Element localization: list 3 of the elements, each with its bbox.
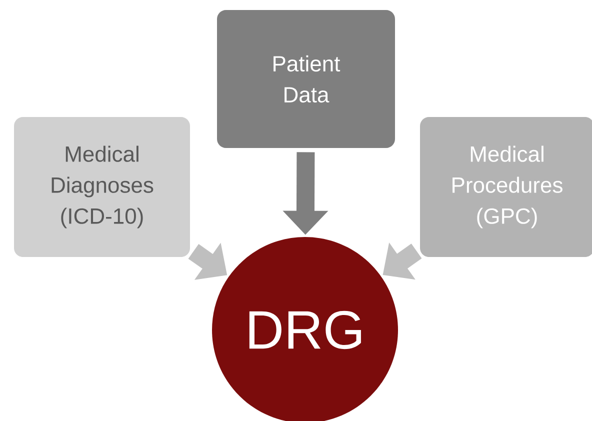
text-box: Patient Data [217, 10, 395, 148]
text-box: Medical Procedures (GPC) [420, 117, 592, 257]
text-box: Medical Diagnoses (ICD-10) [14, 117, 190, 257]
